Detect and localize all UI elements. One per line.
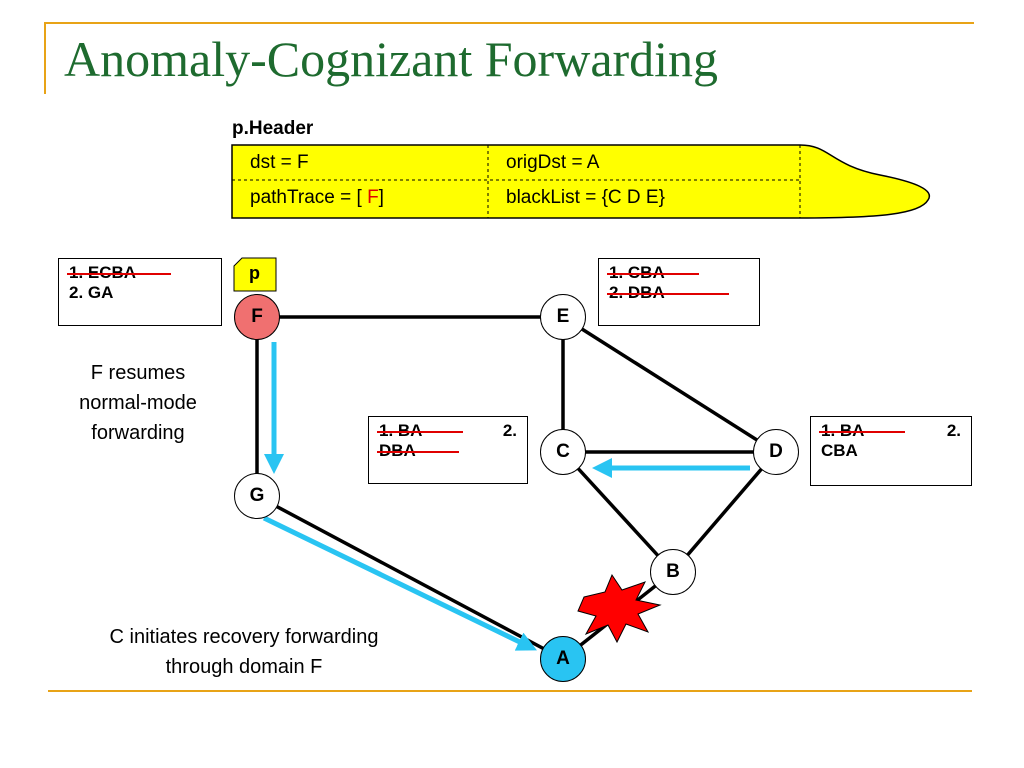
rt-E-line2-text: 2. DBA bbox=[609, 283, 665, 302]
link-D-B bbox=[671, 450, 778, 574]
rt-E-line1: 1. CBA bbox=[607, 263, 749, 283]
routing-table-E: 1. CBA 2. DBA bbox=[598, 258, 760, 326]
strike-line bbox=[377, 431, 463, 433]
routing-table-D: 1. BA 2. CBA bbox=[810, 416, 972, 486]
top-divider bbox=[44, 22, 974, 24]
link-C-B bbox=[561, 450, 675, 574]
path-trace-suffix: ] bbox=[378, 187, 384, 208]
header-dst: dst = F bbox=[250, 152, 309, 173]
link-G-A bbox=[256, 494, 564, 661]
header-orig-dst: origDst = A bbox=[506, 152, 600, 173]
rt-D-line1b-text: 2. bbox=[946, 421, 961, 440]
node-B[interactable]: B bbox=[650, 549, 696, 595]
header-label: p.Header bbox=[232, 118, 314, 139]
rt-D-line1a-text: 1. BA bbox=[821, 421, 864, 441]
rt-F-line1-text: 1. ECBA bbox=[69, 263, 136, 282]
path-trace-prefix: pathTrace = [ bbox=[250, 187, 368, 208]
strike-line bbox=[67, 273, 171, 275]
rt-C-line1a-text: 1. BA bbox=[379, 421, 422, 441]
caption-c-initiates: C initiates recovery forwarding through … bbox=[56, 622, 432, 682]
rt-D-line1: 1. BA 2. bbox=[819, 421, 961, 441]
rt-C-line2: DBA bbox=[377, 441, 517, 461]
routing-table-C: 1. BA 2. DBA bbox=[368, 416, 528, 484]
caption-bottom-line2: through domain F bbox=[165, 656, 323, 678]
node-A[interactable]: A bbox=[540, 636, 586, 682]
strike-line bbox=[607, 273, 699, 275]
link-E-D bbox=[562, 315, 777, 454]
strike-line bbox=[819, 431, 905, 433]
caption-left-line3: forwarding bbox=[91, 422, 185, 444]
node-E[interactable]: E bbox=[540, 294, 586, 340]
rt-F-line1: 1. ECBA bbox=[67, 263, 211, 283]
caption-left-line2: normal-mode bbox=[79, 392, 197, 414]
arrow-G-to-A bbox=[262, 515, 537, 651]
rt-C-line1b-text: 2. bbox=[502, 421, 517, 440]
rt-E-line2: 2. DBA bbox=[607, 283, 749, 303]
packet-tag-label: p bbox=[249, 263, 260, 283]
rt-D-line2: CBA bbox=[821, 441, 858, 460]
rt-C-line2-text: DBA bbox=[379, 441, 416, 460]
slide-title: Anomaly-Cognizant Forwarding bbox=[64, 31, 719, 87]
rt-E-line1-text: 1. CBA bbox=[609, 263, 665, 282]
failure-explosion-icon bbox=[577, 573, 662, 644]
side-divider bbox=[44, 22, 46, 94]
strike-line bbox=[377, 451, 459, 453]
node-D[interactable]: D bbox=[753, 429, 799, 475]
header-black-list: blackList = {C D E} bbox=[506, 187, 665, 208]
rt-F-line2: 2. GA bbox=[69, 283, 114, 302]
node-F[interactable]: F bbox=[234, 294, 280, 340]
node-G[interactable]: G bbox=[234, 473, 280, 519]
caption-f-resumes: F resumes normal-mode forwarding bbox=[48, 358, 228, 448]
path-trace-value: F bbox=[367, 187, 379, 208]
strike-line bbox=[607, 293, 729, 295]
caption-bottom-line1: C initiates recovery forwarding bbox=[109, 626, 379, 648]
packet-header-shape bbox=[231, 144, 931, 219]
rt-C-line1: 1. BA 2. bbox=[377, 421, 517, 441]
packet-tag-shape bbox=[233, 257, 277, 292]
node-C[interactable]: C bbox=[540, 429, 586, 475]
bottom-divider bbox=[48, 690, 972, 692]
header-path-trace: pathTrace = [ F] bbox=[250, 187, 384, 209]
routing-table-F: 1. ECBA 2. GA bbox=[58, 258, 222, 326]
caption-left-line1: F resumes bbox=[90, 362, 186, 384]
